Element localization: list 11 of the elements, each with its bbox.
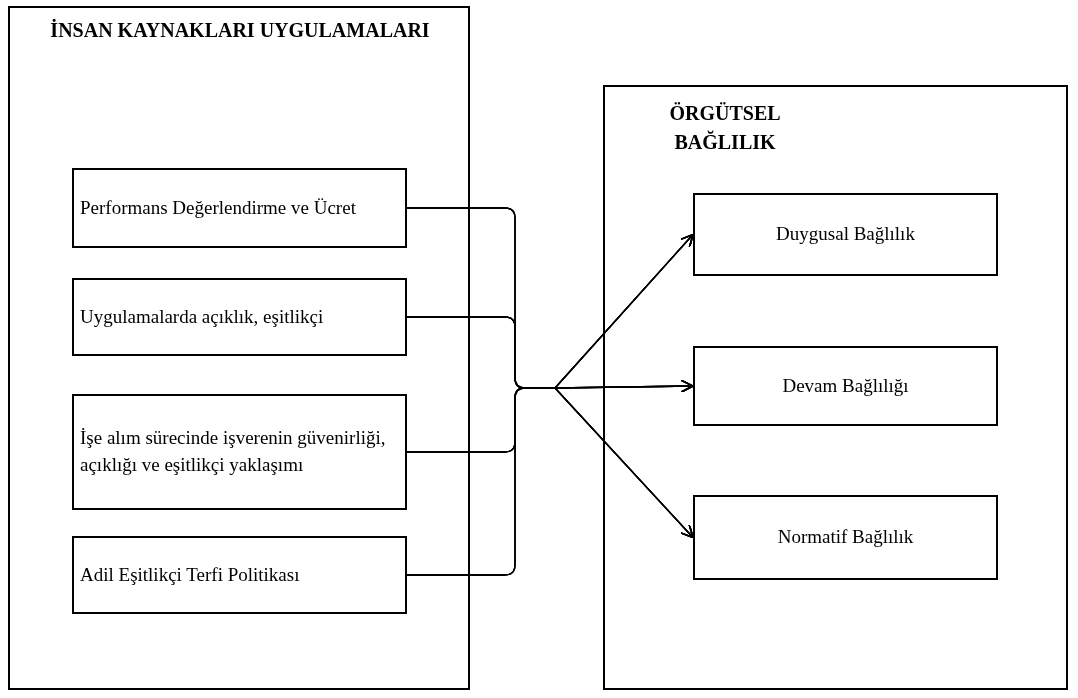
process-box: Devam Bağlılığı (693, 346, 998, 426)
process-box: Adil Eşitlikçi Terfi Politikası (72, 536, 407, 614)
group-box (8, 6, 470, 690)
group-box (603, 85, 1068, 690)
group-title: İNSAN KAYNAKLARI UYGULAMALARI (49, 18, 431, 43)
process-box: Uygulamalarda açıklık, eşitlikçi (72, 278, 407, 356)
group-title: ÖRGÜTSEL BAĞLILIK (668, 101, 782, 155)
process-box: Normatif Bağlılık (693, 495, 998, 580)
process-box: İşe alım sürecinde işverenin güvenirliği, açıklığı ve eşitlikçi yaklaşımı (72, 394, 407, 510)
process-box: Duygusal Bağlılık (693, 193, 998, 276)
process-box: Performans Değerlendirme ve Ücret (72, 168, 407, 248)
